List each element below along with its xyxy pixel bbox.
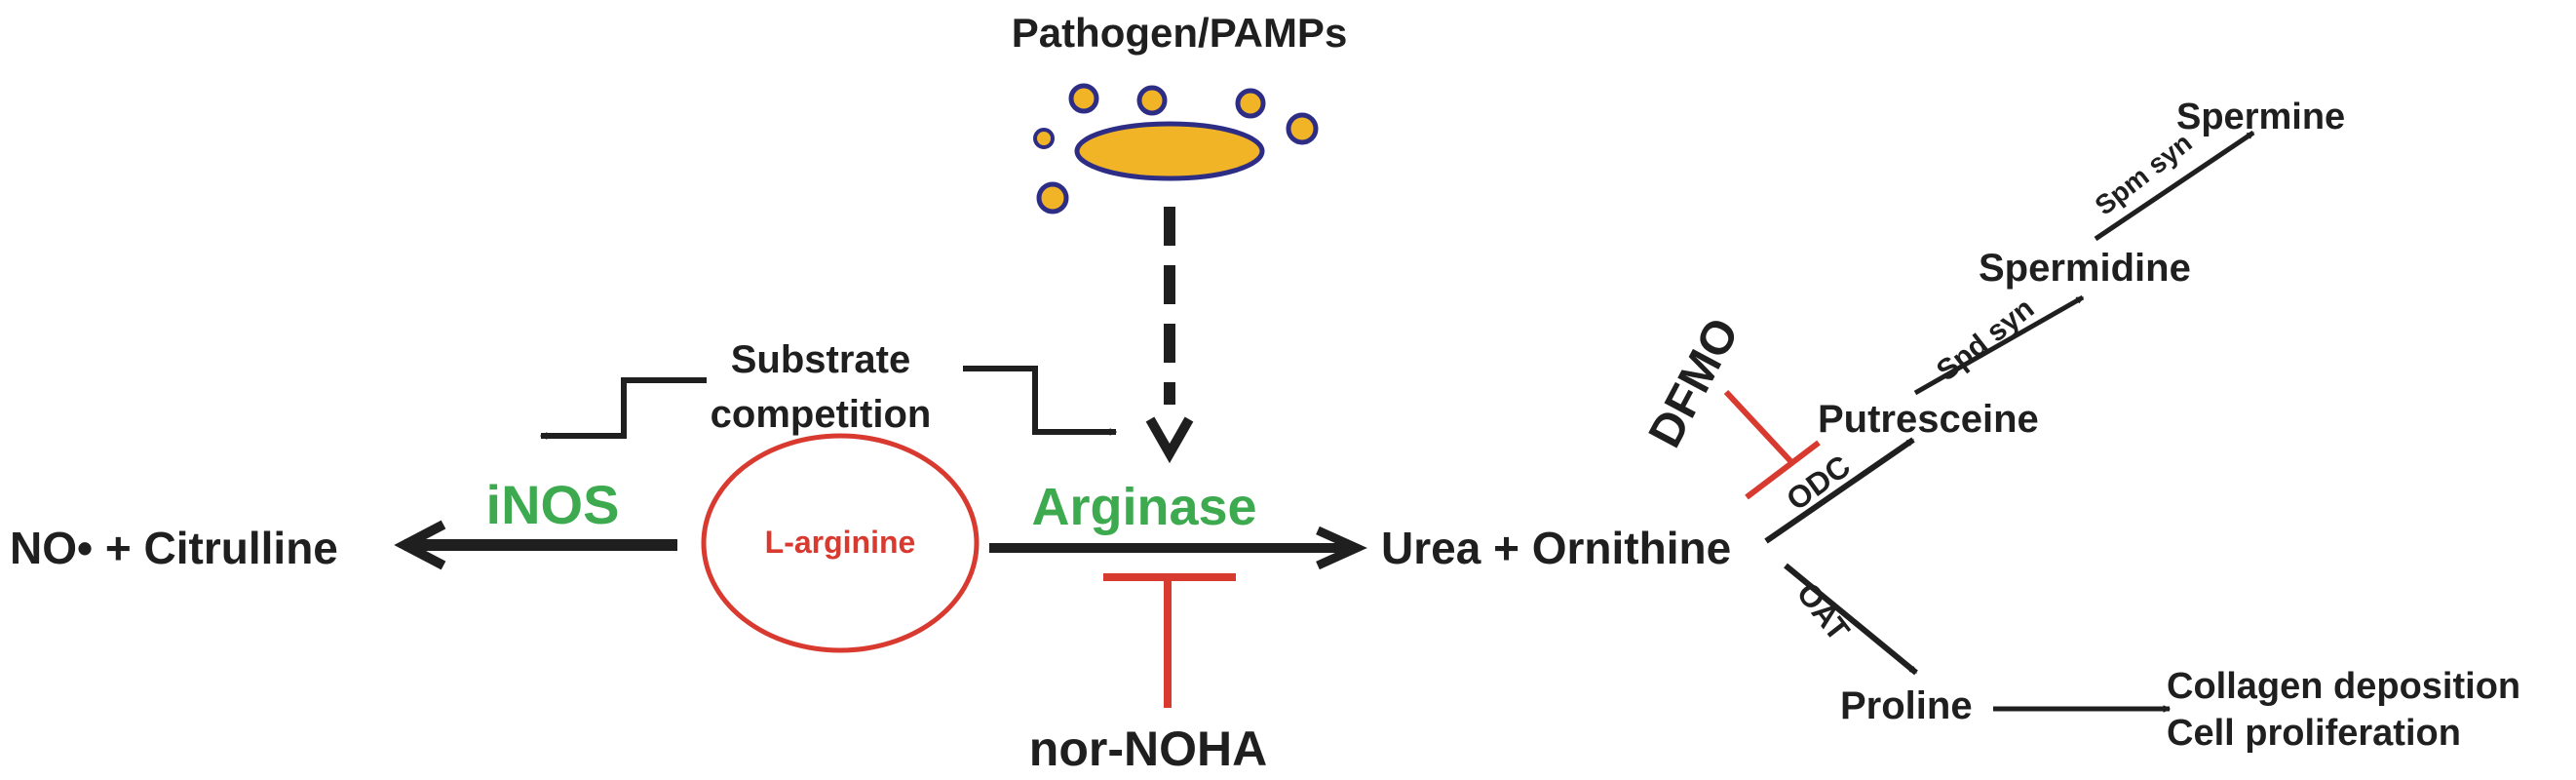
urea-ornithine-label: Urea + Ornithine xyxy=(1381,523,1731,573)
spd-syn-arrow xyxy=(1913,294,2085,396)
l-arginine-label: L-arginine xyxy=(765,525,916,560)
no-citrulline-label: NO• + Citrulline xyxy=(10,523,338,573)
substrate-arrow-left xyxy=(541,377,707,436)
l-arginine-ellipse xyxy=(701,433,980,653)
nor-noha-inhibition-tbar-icon xyxy=(1103,573,1236,708)
collagen-label: Collagen deposition xyxy=(2167,666,2520,707)
arginase-label: Arginase xyxy=(1031,478,1256,536)
pathogen-label: Pathogen/PAMPs xyxy=(1012,10,1348,56)
substrate-label-line1: Substrate xyxy=(731,338,911,381)
arginase-arrowhead xyxy=(1316,526,1367,570)
putresceine-label: Putresceine xyxy=(1818,398,2039,441)
spermidine-label: Spermidine xyxy=(1979,247,2191,290)
substrate-label-line2: competition xyxy=(711,393,932,436)
spermine-label: Spermine xyxy=(2176,97,2345,137)
pathogen-cluster-icon xyxy=(1033,83,1319,214)
odc-arrow xyxy=(1764,437,1915,544)
nor-noha-label: nor-NOHA xyxy=(1029,722,1267,776)
dfmo-inhibition-tbar-icon xyxy=(1723,389,1821,500)
oat-label: OAT xyxy=(1789,575,1857,647)
inos-arrowhead xyxy=(394,520,446,570)
proline-label: Proline xyxy=(1840,684,1973,727)
pathogen-activation-arrow xyxy=(1145,207,1194,464)
spm-syn-arrow xyxy=(2094,130,2255,242)
cell-proliferation-label: Cell proliferation xyxy=(2167,713,2461,754)
inos-label: iNOS xyxy=(486,474,620,535)
dfmo-label: DFMO xyxy=(1639,310,1749,456)
substrate-arrow-right xyxy=(963,366,1116,432)
spd-syn-label: Spd syn xyxy=(1931,292,2040,388)
oat-arrow xyxy=(1784,563,1918,676)
